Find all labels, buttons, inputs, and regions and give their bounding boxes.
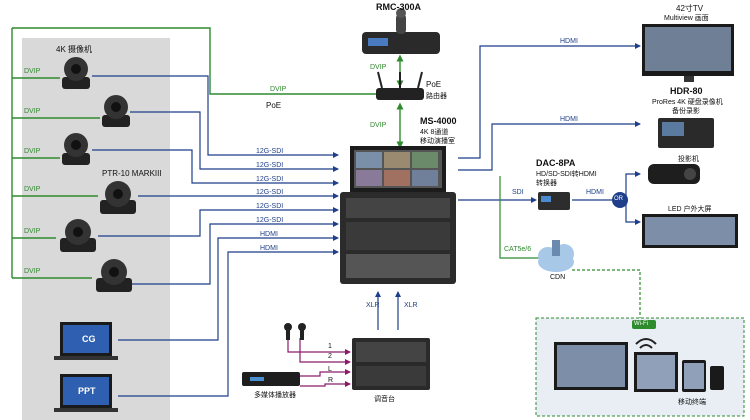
ptz-camera-icon xyxy=(62,133,90,165)
audio-lines xyxy=(287,338,351,387)
router-title: PoE xyxy=(426,80,442,89)
hdr-line1: ProRes 4K 硬盘录像机 xyxy=(652,99,723,106)
sdi-label-5: 12G-SDI xyxy=(256,203,284,210)
ptz-camera-icon xyxy=(60,219,96,252)
dac-line1: HD/SD-SDI转HDMI xyxy=(536,171,597,178)
hdmi-hdr-label: HDMI xyxy=(560,116,578,123)
hdmi-tv-label: HDMI xyxy=(560,38,578,45)
ppt-laptop-icon xyxy=(54,374,118,412)
rmc-title: RMC-300A xyxy=(376,2,422,12)
tv-line1: 42寸TV xyxy=(676,4,704,13)
router-sub: 路由器 xyxy=(426,93,447,100)
wifi-box xyxy=(535,317,745,417)
poe-left-label: PoE xyxy=(266,101,282,110)
hdr-line2: 备份录影 xyxy=(672,108,700,115)
audio-mixer-icon xyxy=(352,338,430,390)
sdi-label-2: 12G-SDI xyxy=(256,162,284,169)
sdi-label-1: 12G-SDI xyxy=(256,148,284,155)
or-switch-icon xyxy=(612,192,628,208)
tv-line2: Multiview 画面 xyxy=(664,15,709,22)
ms-line1: 4K 8通道 xyxy=(420,129,449,136)
projector-label: 投影机 xyxy=(678,156,699,163)
dac-converter-icon xyxy=(538,192,570,210)
left-label: L xyxy=(328,366,332,373)
ms-line2: 移动演播室 xyxy=(420,138,455,145)
wifi-signal-icon xyxy=(635,338,657,349)
camera-group-label: 4K 摄像机 xyxy=(56,45,93,54)
hdr-title: HDR-80 xyxy=(670,86,703,96)
cat-line xyxy=(499,176,641,318)
hdmi-label-1: HDMI xyxy=(260,231,278,238)
hdmi-dac-label: HDMI xyxy=(586,189,604,196)
dvip-label-1: DVIP xyxy=(24,68,41,75)
player-label: 多媒体播放器 xyxy=(254,392,296,399)
dvip-label-4: DVIP xyxy=(24,186,41,193)
projector-icon xyxy=(648,164,700,184)
ptz-camera-icons xyxy=(60,57,136,292)
hdmi-label-2: HDMI xyxy=(260,245,278,252)
microphone-icon xyxy=(284,323,306,340)
ptr-label: PTR-10 MARKIII xyxy=(102,169,162,178)
ms-4000-rack-icon xyxy=(340,146,456,284)
ptz-camera-icon xyxy=(96,259,132,292)
mixer-label: 调音台 xyxy=(374,396,395,403)
led-label: LED 户外大屏 xyxy=(668,206,712,213)
hdr-recorder-icon xyxy=(658,118,714,148)
camera-panel xyxy=(22,38,170,420)
dac-title: DAC-8PA xyxy=(536,158,576,168)
or-label: OR xyxy=(614,196,623,202)
rmc-controller-icon xyxy=(362,8,440,54)
dvip-label-5: DVIP xyxy=(24,228,41,235)
sdi-label-6: 12G-SDI xyxy=(256,217,284,224)
dvip-top-label: DVIP xyxy=(370,64,387,71)
media-player-icon xyxy=(242,372,300,386)
dvip-bus xyxy=(11,27,404,279)
dvip-router-label: DVIP xyxy=(270,86,287,93)
cdn-cloud-icon xyxy=(538,240,574,272)
xlr-lines xyxy=(375,291,401,330)
xlr-label-2: XLR xyxy=(404,302,418,309)
led-screen-icon xyxy=(642,214,738,248)
ptz-camera-icon xyxy=(62,57,90,89)
xlr-label-1: XLR xyxy=(366,302,380,309)
sdi-label-3: 12G-SDI xyxy=(256,176,284,183)
sdi-out-label: SDI xyxy=(512,189,524,196)
router-icon xyxy=(376,71,424,100)
video-lines xyxy=(92,43,641,397)
ppt-label: PPT xyxy=(78,386,96,396)
ptz-camera-icon xyxy=(100,181,136,214)
cat-label: CAT5e/6 xyxy=(504,246,532,253)
dvip-mid-label: DVIP xyxy=(370,122,387,129)
tv-icon xyxy=(642,24,734,82)
cdn-label: CDN xyxy=(550,274,566,281)
mic2-label: 2 xyxy=(328,353,332,360)
cg-laptop-icon xyxy=(54,322,118,360)
cg-label: CG xyxy=(82,334,96,344)
sdi-label-4: 12G-SDI xyxy=(256,189,284,196)
ptz-camera-icon xyxy=(102,95,130,127)
dvip-label-2: DVIP xyxy=(24,108,41,115)
dvip-label-3: DVIP xyxy=(24,148,41,155)
mic1-label: 1 xyxy=(328,343,332,350)
ms-title: MS-4000 xyxy=(420,116,457,126)
dac-line2: 转换器 xyxy=(536,180,557,187)
right-label: R xyxy=(328,377,334,384)
wifi-label: Wi-Fi xyxy=(634,321,648,327)
dvip-label-6: DVIP xyxy=(24,268,41,275)
mobile-label: 移动终端 xyxy=(678,399,706,406)
